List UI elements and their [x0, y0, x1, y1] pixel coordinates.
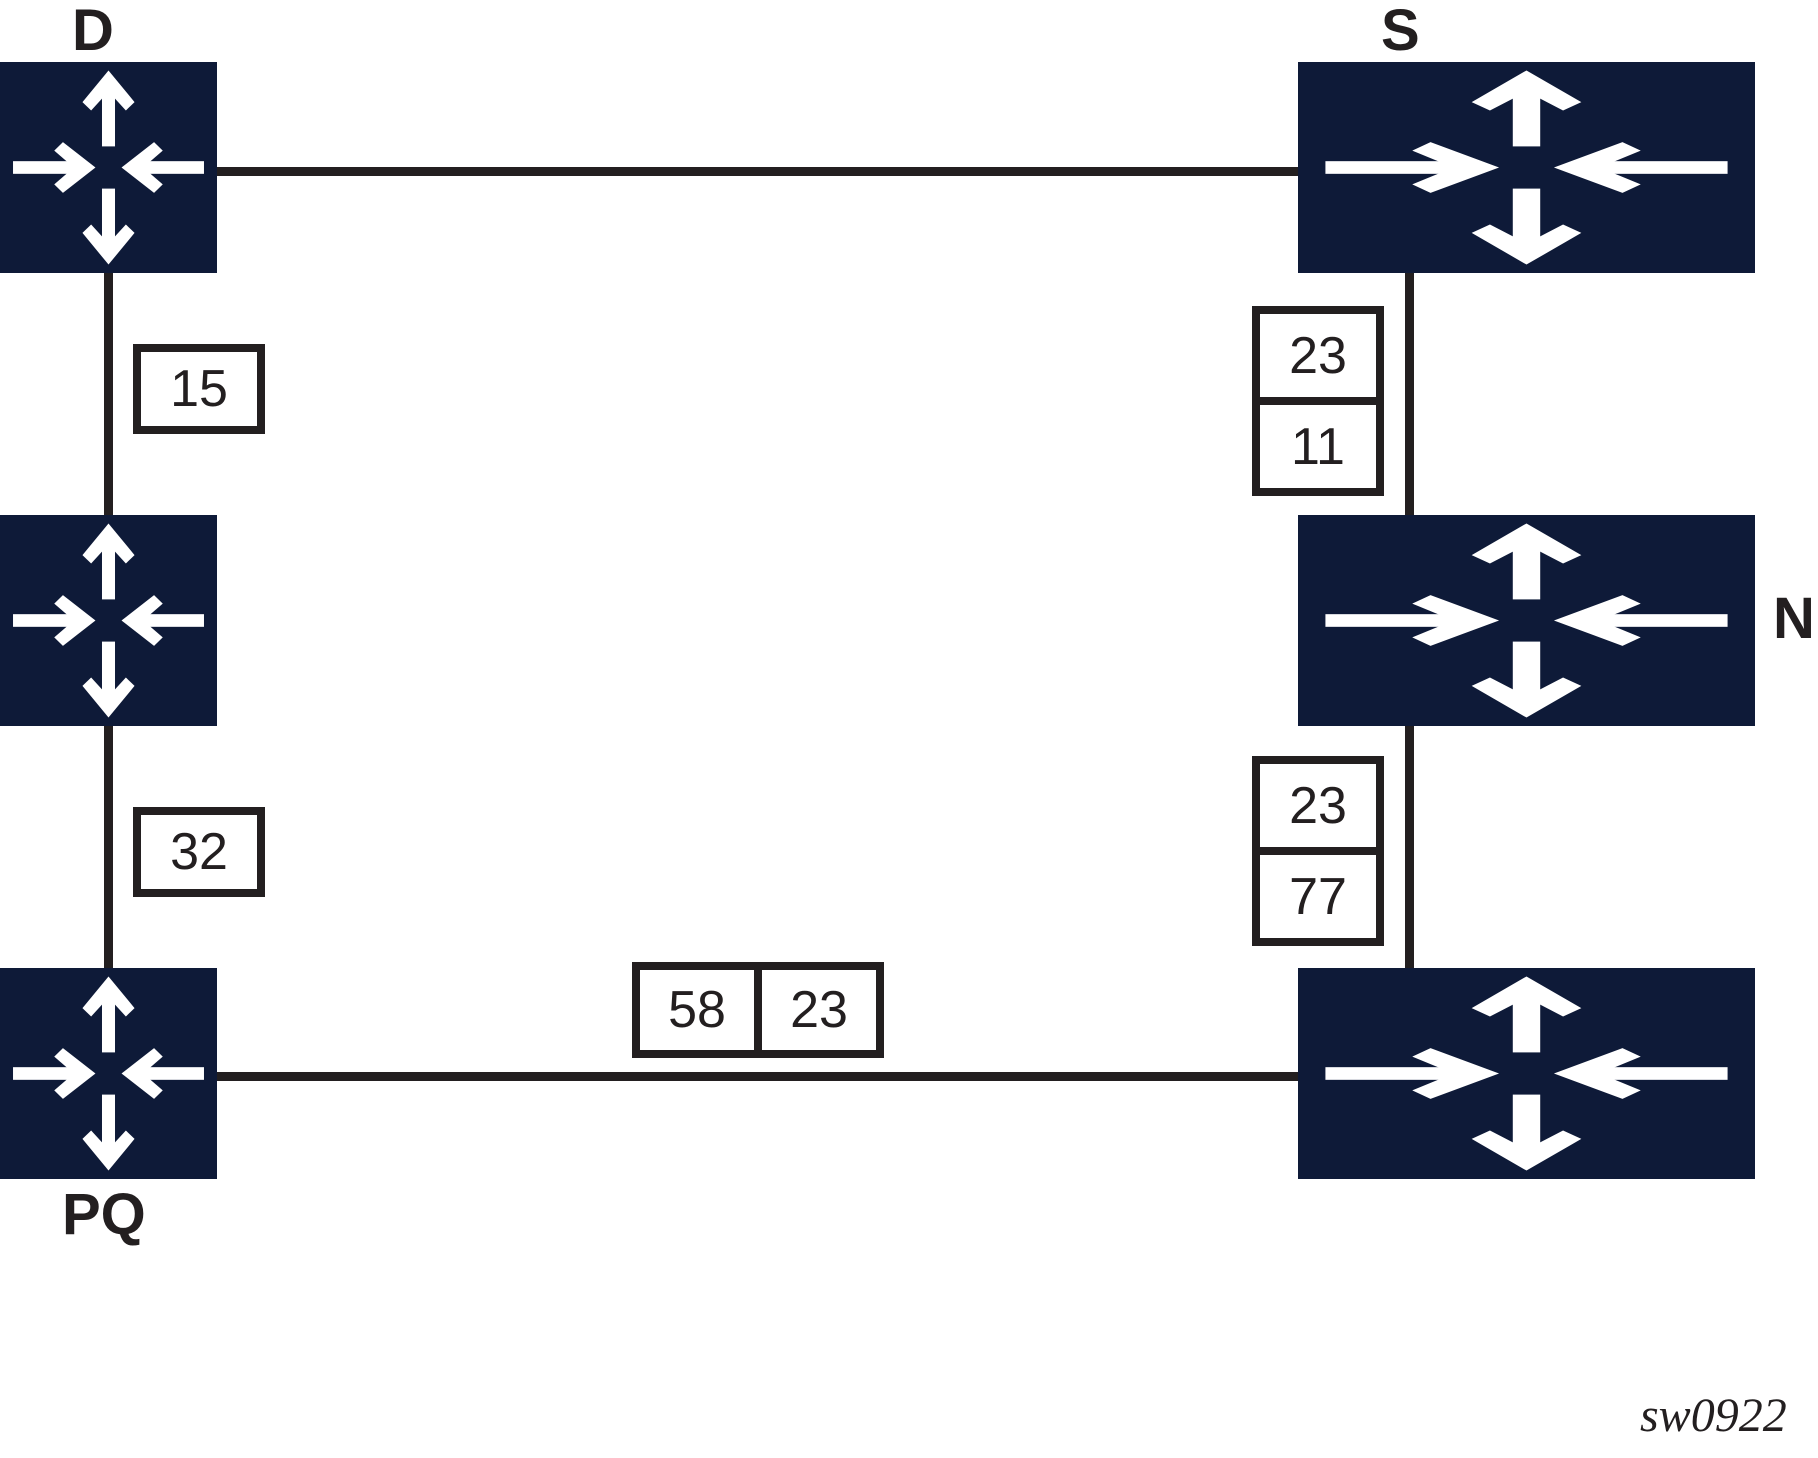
- link-label-n-r3: 23 77: [1252, 756, 1384, 946]
- link-n-to-r3: [1405, 690, 1414, 1150]
- node-label-n: N: [1773, 586, 1815, 651]
- router-icon: [1325, 976, 1728, 1171]
- node-label-d: D: [72, 0, 114, 63]
- link-label-cell: 77: [1260, 847, 1376, 938]
- router-node-left-middle[interactable]: [0, 515, 217, 726]
- link-label-cell: 23: [1260, 314, 1376, 397]
- router-icon: [1325, 523, 1728, 718]
- node-label-s: S: [1381, 0, 1420, 63]
- router-node-n[interactable]: [1298, 515, 1755, 726]
- link-d-to-s: [160, 167, 1560, 176]
- router-node-s[interactable]: [1298, 62, 1755, 273]
- link-label-cell: 58: [640, 970, 754, 1050]
- link-pq-to-r3: [160, 1072, 1560, 1081]
- link-label-cell: 32: [141, 815, 257, 889]
- link-label-cell: 15: [141, 352, 257, 426]
- router-icon: [13, 523, 204, 718]
- link-s-to-n: [1405, 230, 1414, 550]
- router-icon: [13, 70, 204, 265]
- link-label-cell: 11: [1260, 397, 1376, 488]
- link-label-d-l2: 15: [133, 344, 265, 434]
- node-label-pq: PQ: [62, 1182, 146, 1247]
- link-l2-to-pq: [104, 690, 113, 1020]
- router-node-right-bottom[interactable]: [1298, 968, 1755, 1179]
- router-icon: [13, 976, 204, 1171]
- router-icon: [1325, 70, 1728, 265]
- link-label-s-n: 23 11: [1252, 306, 1384, 496]
- link-label-l2-pq: 32: [133, 807, 265, 897]
- link-label-cell: 23: [754, 970, 876, 1050]
- watermark: sw0922: [1640, 1389, 1787, 1442]
- link-d-to-l2: [104, 230, 113, 550]
- router-node-d[interactable]: [0, 62, 217, 273]
- link-label-pq-r3: 58 23: [632, 962, 884, 1058]
- router-node-pq[interactable]: [0, 968, 217, 1179]
- link-label-cell: 23: [1260, 764, 1376, 847]
